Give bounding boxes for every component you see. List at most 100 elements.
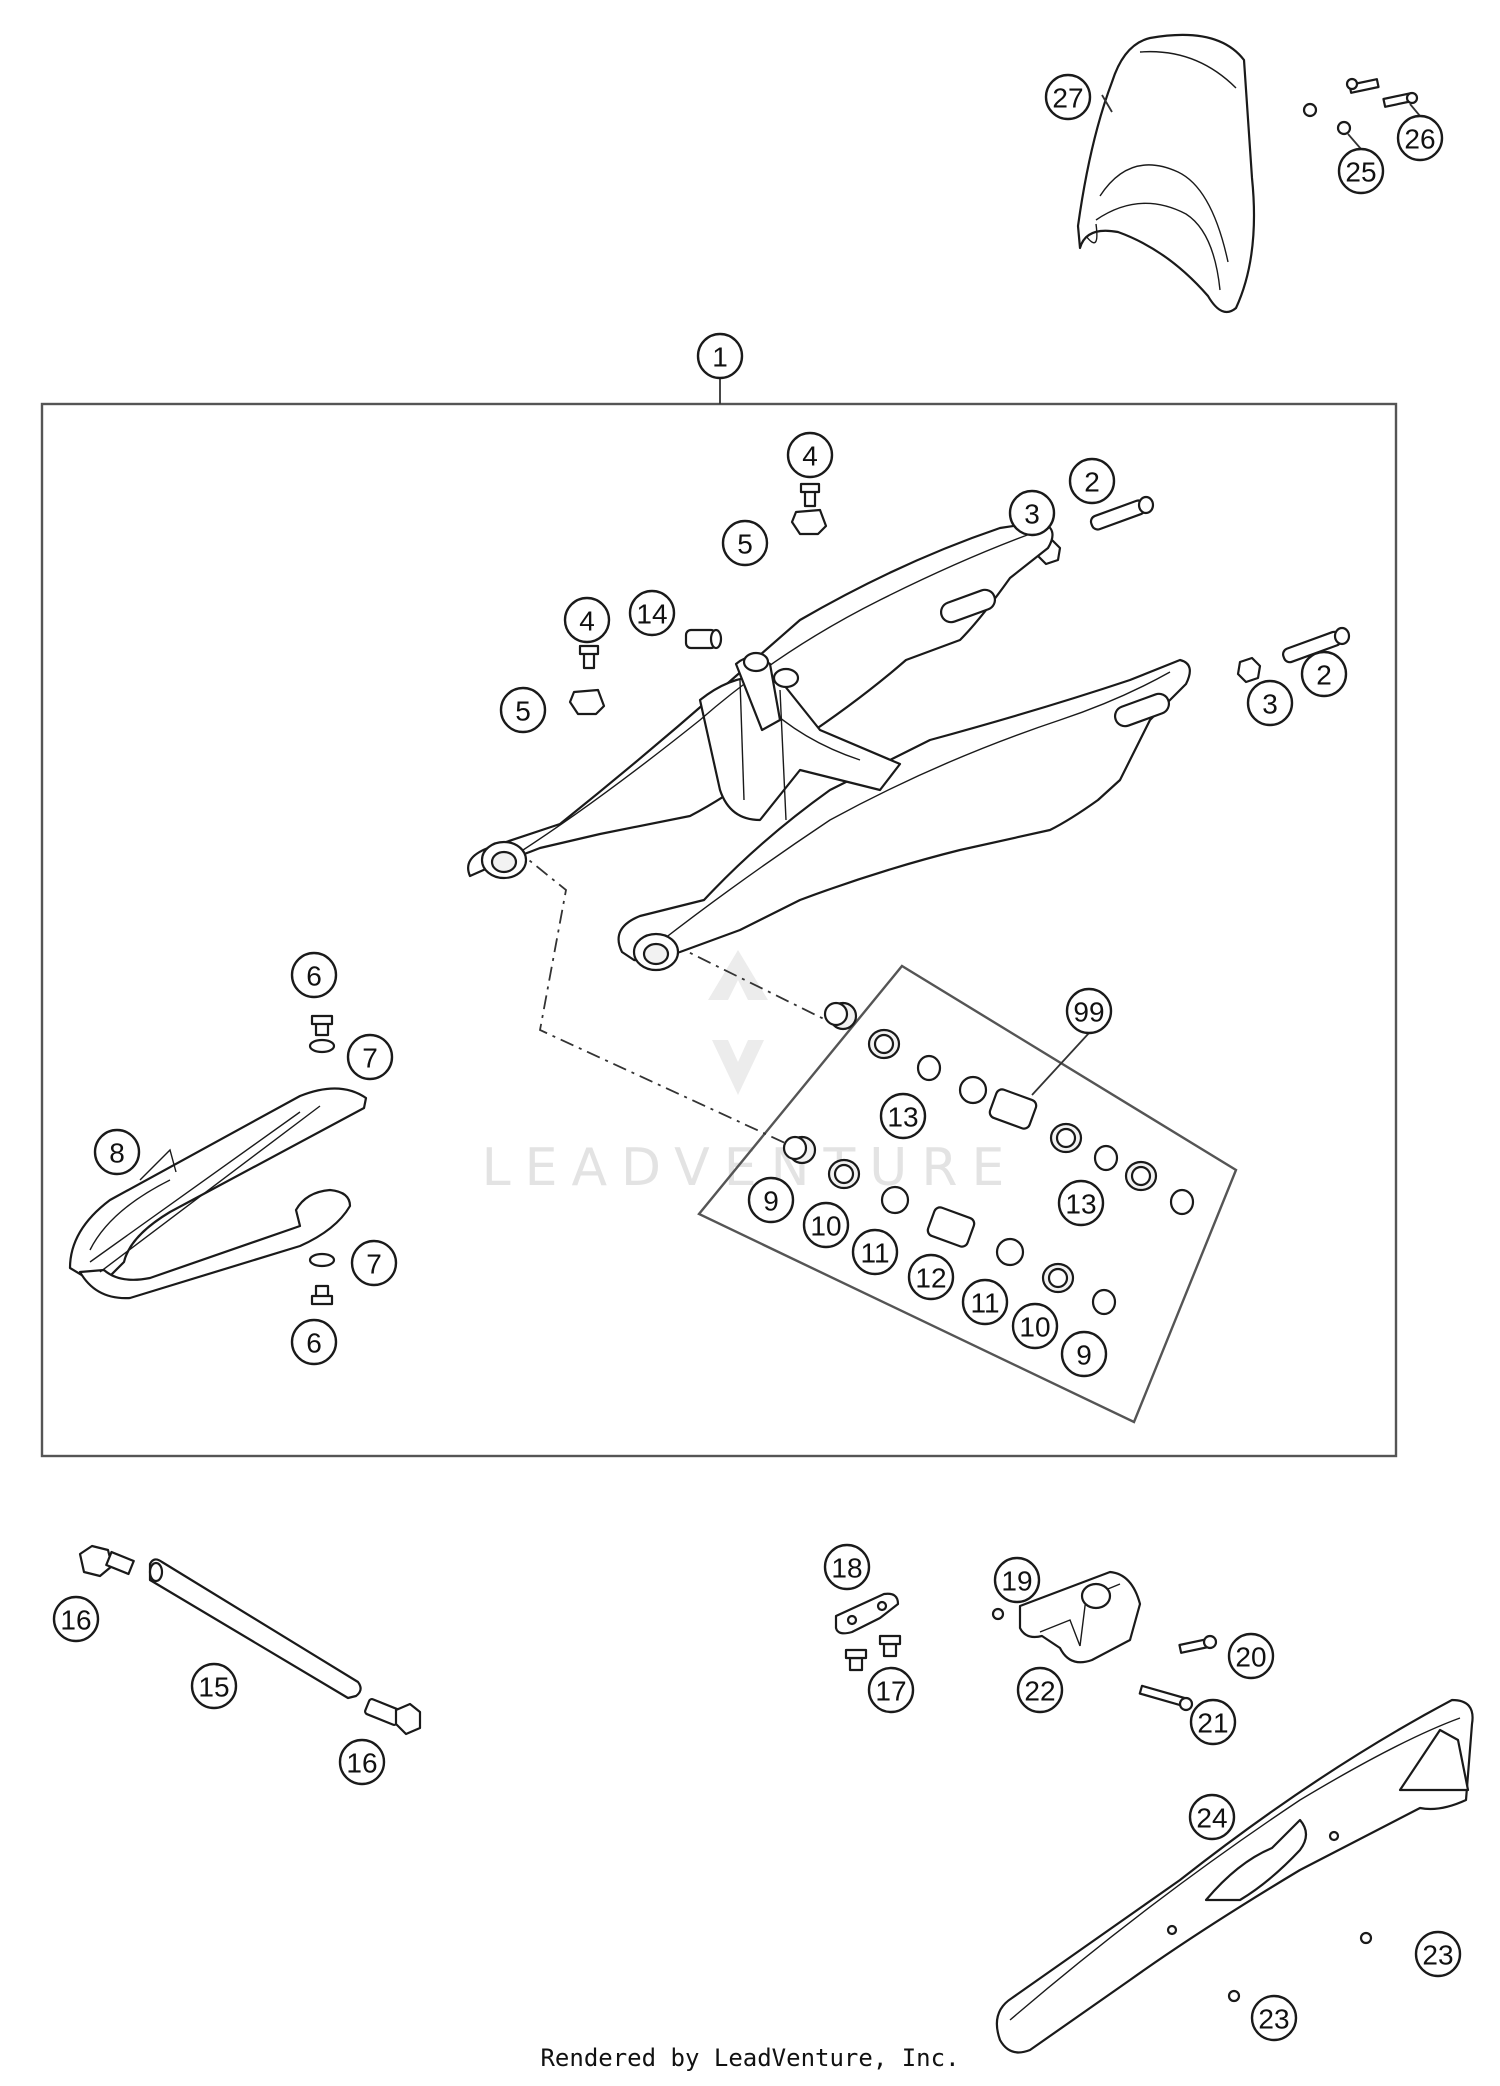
callout-16[interactable]: 16 — [52, 1595, 100, 1643]
callout-4[interactable]: 4 — [563, 596, 611, 644]
callout-9[interactable]: 9 — [1060, 1330, 1108, 1378]
callout-circle — [1068, 457, 1116, 505]
swingarm-small-parts — [568, 482, 1351, 716]
callout-25[interactable]: 25 — [1337, 147, 1385, 195]
callout-99[interactable]: 99 — [1065, 987, 1113, 1035]
callout-7[interactable]: 7 — [346, 1033, 394, 1081]
callout-8[interactable]: 8 — [93, 1128, 141, 1176]
callout-number: 99 — [1073, 997, 1104, 1028]
callout-number: 13 — [1065, 1189, 1096, 1220]
callout-number: 2 — [1316, 660, 1332, 691]
callout-15[interactable]: 15 — [190, 1662, 238, 1710]
callout-circle — [1065, 987, 1113, 1035]
callout-number: 5 — [515, 696, 531, 727]
callout-number: 3 — [1262, 689, 1278, 720]
callout-1[interactable]: 1 — [696, 332, 744, 380]
watermark: LEADVENTURE — [482, 950, 1019, 1198]
callout-11[interactable]: 11 — [851, 1228, 899, 1276]
footer-credit: Rendered by LeadVenture, Inc. — [540, 2044, 960, 2072]
callout-number: 16 — [346, 1748, 377, 1779]
callout-number: 7 — [362, 1043, 378, 1074]
windshield-screws — [1302, 77, 1419, 136]
callout-5[interactable]: 5 — [721, 519, 769, 567]
callout-18[interactable]: 18 — [823, 1543, 871, 1591]
callout-number: 27 — [1052, 83, 1083, 114]
callout-circle — [1300, 650, 1348, 698]
callout-circle — [290, 1318, 338, 1366]
callout-circle — [823, 1543, 871, 1591]
callout-19[interactable]: 19 — [993, 1556, 1041, 1604]
chain-guide — [834, 1570, 1218, 1712]
callout-number: 22 — [1024, 1676, 1055, 1707]
callout-4[interactable]: 4 — [786, 431, 834, 479]
callout-circle — [1008, 489, 1056, 537]
callout-number: 15 — [198, 1672, 229, 1703]
callout-circle — [190, 1662, 238, 1710]
leader-line-99 — [1031, 1032, 1090, 1096]
callout-number: 4 — [802, 441, 818, 472]
callout-23[interactable]: 23 — [1414, 1930, 1462, 1978]
callout-circle — [907, 1253, 955, 1301]
callout-6[interactable]: 6 — [290, 951, 338, 999]
callout-24[interactable]: 24 — [1188, 1793, 1236, 1841]
callout-7[interactable]: 7 — [350, 1239, 398, 1287]
callout-circle — [93, 1128, 141, 1176]
callout-5[interactable]: 5 — [499, 686, 547, 734]
callout-number: 10 — [810, 1211, 841, 1242]
callout-circle — [290, 951, 338, 999]
leader-lines — [1101, 94, 1421, 150]
callout-13[interactable]: 13 — [879, 1092, 927, 1140]
callout-2[interactable]: 2 — [1300, 650, 1348, 698]
callout-12[interactable]: 12 — [907, 1253, 955, 1301]
swingarm — [467, 520, 1191, 972]
callout-number: 12 — [915, 1263, 946, 1294]
callout-circle — [747, 1176, 795, 1224]
windshield — [1076, 33, 1256, 314]
callout-circle — [350, 1239, 398, 1287]
callout-number: 20 — [1235, 1642, 1266, 1673]
callout-number: 24 — [1196, 1803, 1227, 1834]
callout-3[interactable]: 3 — [1246, 679, 1294, 727]
callout-number: 1 — [712, 342, 728, 373]
callout-number: 11 — [860, 1238, 889, 1269]
callout-21[interactable]: 21 — [1189, 1698, 1237, 1746]
callout-circle — [851, 1228, 899, 1276]
callout-circle — [786, 431, 834, 479]
pivot-axle — [78, 1544, 422, 1736]
bearing-kit-box — [697, 964, 1238, 1424]
callout-number: 6 — [306, 961, 322, 992]
callout-number: 5 — [737, 529, 753, 560]
callout-number: 21 — [1197, 1708, 1228, 1739]
callout-circle — [1011, 1302, 1059, 1350]
callout-14[interactable]: 14 — [628, 589, 676, 637]
callout-23[interactable]: 23 — [1250, 1994, 1298, 2042]
callout-number: 19 — [1001, 1566, 1032, 1597]
callout-22[interactable]: 22 — [1016, 1666, 1064, 1714]
callout-number: 25 — [1345, 157, 1376, 188]
swingarm-assembly-box — [40, 402, 1398, 1458]
callout-9[interactable]: 9 — [747, 1176, 795, 1224]
callout-circle — [879, 1092, 927, 1140]
chain-slider — [68, 1014, 368, 1306]
callout-number: 16 — [60, 1605, 91, 1636]
callout-6[interactable]: 6 — [290, 1318, 338, 1366]
callout-13[interactable]: 13 — [1057, 1179, 1105, 1227]
chain-guard — [995, 1698, 1474, 2054]
callout-10[interactable]: 10 — [802, 1201, 850, 1249]
callout-number: 11 — [970, 1288, 999, 1319]
callout-number: 9 — [763, 1186, 779, 1217]
callout-16[interactable]: 16 — [338, 1738, 386, 1786]
callout-2[interactable]: 2 — [1068, 457, 1116, 505]
callout-3[interactable]: 3 — [1008, 489, 1056, 537]
callout-11[interactable]: 11 — [961, 1278, 1009, 1326]
callout-17[interactable]: 17 — [867, 1666, 915, 1714]
callout-26[interactable]: 26 — [1396, 114, 1444, 162]
callout-circle — [802, 1201, 850, 1249]
callout-27[interactable]: 27 — [1044, 73, 1092, 121]
callout-20[interactable]: 20 — [1227, 1632, 1275, 1680]
callout-circle — [1044, 73, 1092, 121]
callout-circle — [1060, 1330, 1108, 1378]
callout-10[interactable]: 10 — [1011, 1302, 1059, 1350]
alignment-line-upper — [671, 943, 831, 1023]
watermark-text: LEADVENTURE — [482, 1138, 1019, 1198]
